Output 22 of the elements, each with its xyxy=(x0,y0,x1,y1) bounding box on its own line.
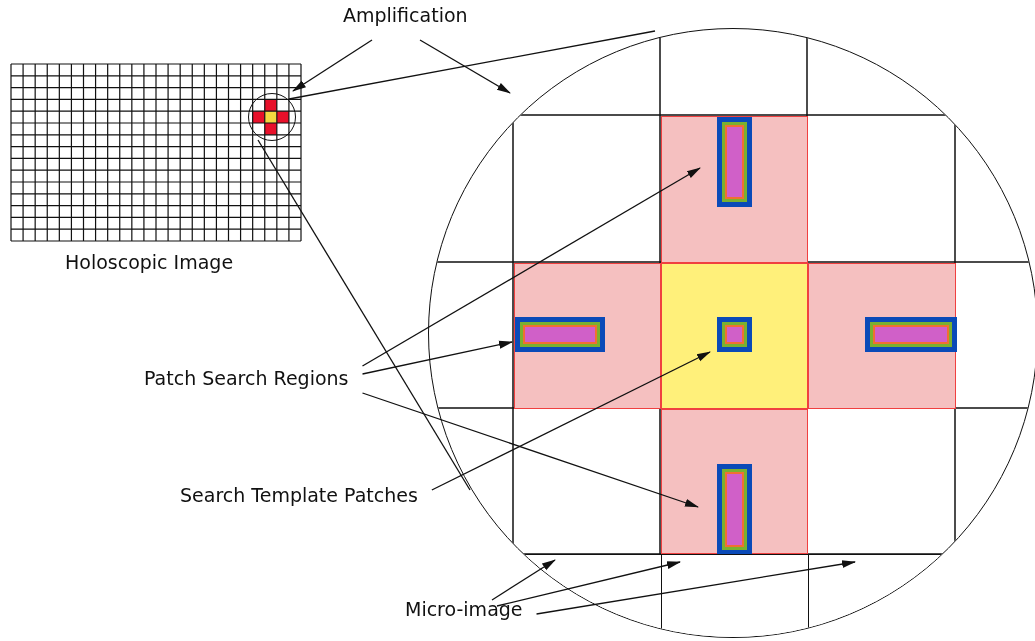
search-region-cell xyxy=(661,116,808,263)
leader-arrow xyxy=(361,167,701,367)
leader-arrow xyxy=(496,561,681,607)
leader-arrow xyxy=(361,340,513,375)
callout-text: Search Template Patches xyxy=(180,484,418,506)
callout-text: Patch Search Regions xyxy=(144,367,349,389)
leader-arrow xyxy=(361,392,699,508)
search-region-cell xyxy=(661,409,808,554)
leader-arrow xyxy=(535,560,856,615)
connector-line xyxy=(257,139,471,491)
search-region-cell xyxy=(808,263,956,409)
image-caption: Holoscopic Image xyxy=(65,251,234,273)
leader-arrow xyxy=(491,559,556,601)
callout-text: Micro-image xyxy=(405,598,523,620)
connector-line xyxy=(288,30,656,100)
template-cell xyxy=(661,263,808,409)
leader-arrow xyxy=(431,351,711,491)
search-region-cell xyxy=(514,263,661,409)
leader-arrow xyxy=(419,39,511,94)
leader-arrow xyxy=(292,39,373,92)
micro-image-cell xyxy=(661,554,809,637)
callout-text: Amplification xyxy=(343,4,468,26)
